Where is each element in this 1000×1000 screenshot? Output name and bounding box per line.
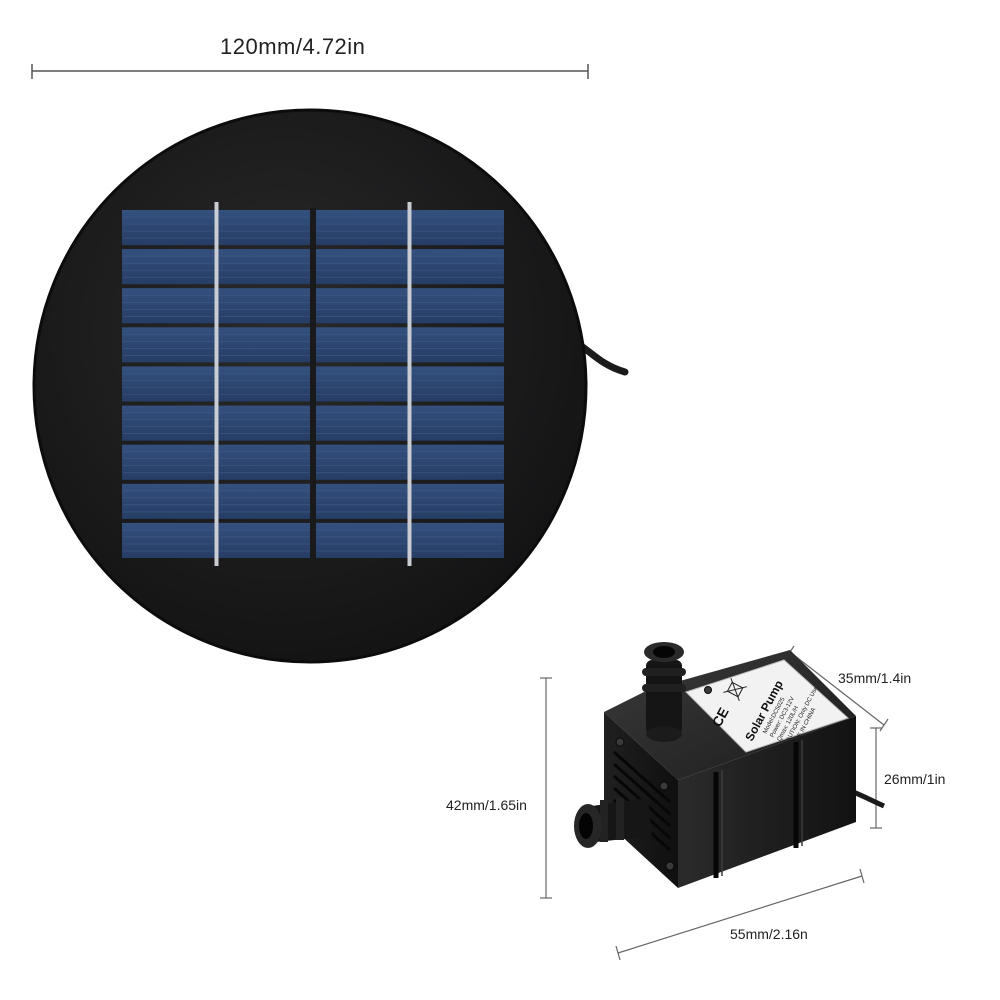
solar-cell bbox=[122, 288, 215, 324]
solar-cell bbox=[218, 210, 311, 246]
solar-cell bbox=[218, 366, 311, 402]
pump-width-label: 55mm/2.16n bbox=[730, 926, 808, 942]
solar-cell bbox=[411, 210, 504, 246]
solar-cell bbox=[411, 522, 504, 558]
pump-side-height-label: 26mm/1in bbox=[884, 771, 946, 787]
screw-icon bbox=[704, 686, 712, 694]
solar-cell bbox=[218, 405, 311, 441]
solar-cell bbox=[315, 405, 408, 441]
solar-cell bbox=[315, 483, 408, 519]
solar-cell bbox=[315, 249, 408, 285]
solar-cell bbox=[315, 366, 408, 402]
solar-cell bbox=[122, 366, 215, 402]
solar-cell-grid bbox=[122, 202, 504, 566]
pump-height-label: 42mm/1.65in bbox=[446, 797, 527, 813]
panel-width-dimension-line bbox=[31, 64, 589, 79]
solar-cell bbox=[411, 444, 504, 480]
solar-cell bbox=[218, 483, 311, 519]
solar-cell bbox=[218, 249, 311, 285]
screw-icon bbox=[665, 861, 675, 871]
solar-cell bbox=[122, 249, 215, 285]
solar-cell bbox=[122, 405, 215, 441]
solar-cell bbox=[411, 483, 504, 519]
solar-cell bbox=[315, 288, 408, 324]
pump-dimension-lines bbox=[540, 645, 889, 961]
solar-cell bbox=[122, 444, 215, 480]
solar-cell bbox=[411, 327, 504, 363]
solar-cell bbox=[411, 405, 504, 441]
solar-cell bbox=[218, 444, 311, 480]
solar-cell bbox=[315, 444, 408, 480]
busbar bbox=[214, 202, 219, 566]
pump-depth-label: 35mm/1.4in bbox=[838, 670, 912, 686]
solar-cell bbox=[122, 483, 215, 519]
crossed-bin-icon bbox=[723, 678, 747, 701]
pump-inlet-nozzle bbox=[574, 798, 652, 848]
solar-cell bbox=[315, 327, 408, 363]
solar-pump: Solar Pump Model:DC5025 Power: DC3-12V Q… bbox=[574, 642, 885, 888]
busbar bbox=[407, 202, 412, 566]
screw-icon bbox=[615, 737, 625, 747]
solar-cell bbox=[122, 210, 215, 246]
solar-cell bbox=[411, 249, 504, 285]
pump-top-nozzle bbox=[642, 642, 686, 742]
solar-cell bbox=[411, 366, 504, 402]
solar-cell bbox=[218, 327, 311, 363]
solar-cell bbox=[122, 522, 215, 558]
panel-divider bbox=[310, 208, 316, 560]
solar-cell bbox=[218, 288, 311, 324]
solar-cell bbox=[315, 210, 408, 246]
panel-width-label: 120mm/4.72in bbox=[220, 34, 366, 59]
screw-icon bbox=[659, 781, 669, 791]
solar-cell bbox=[411, 288, 504, 324]
solar-cell bbox=[122, 327, 215, 363]
solar-cell bbox=[218, 522, 311, 558]
solar-cell bbox=[315, 522, 408, 558]
